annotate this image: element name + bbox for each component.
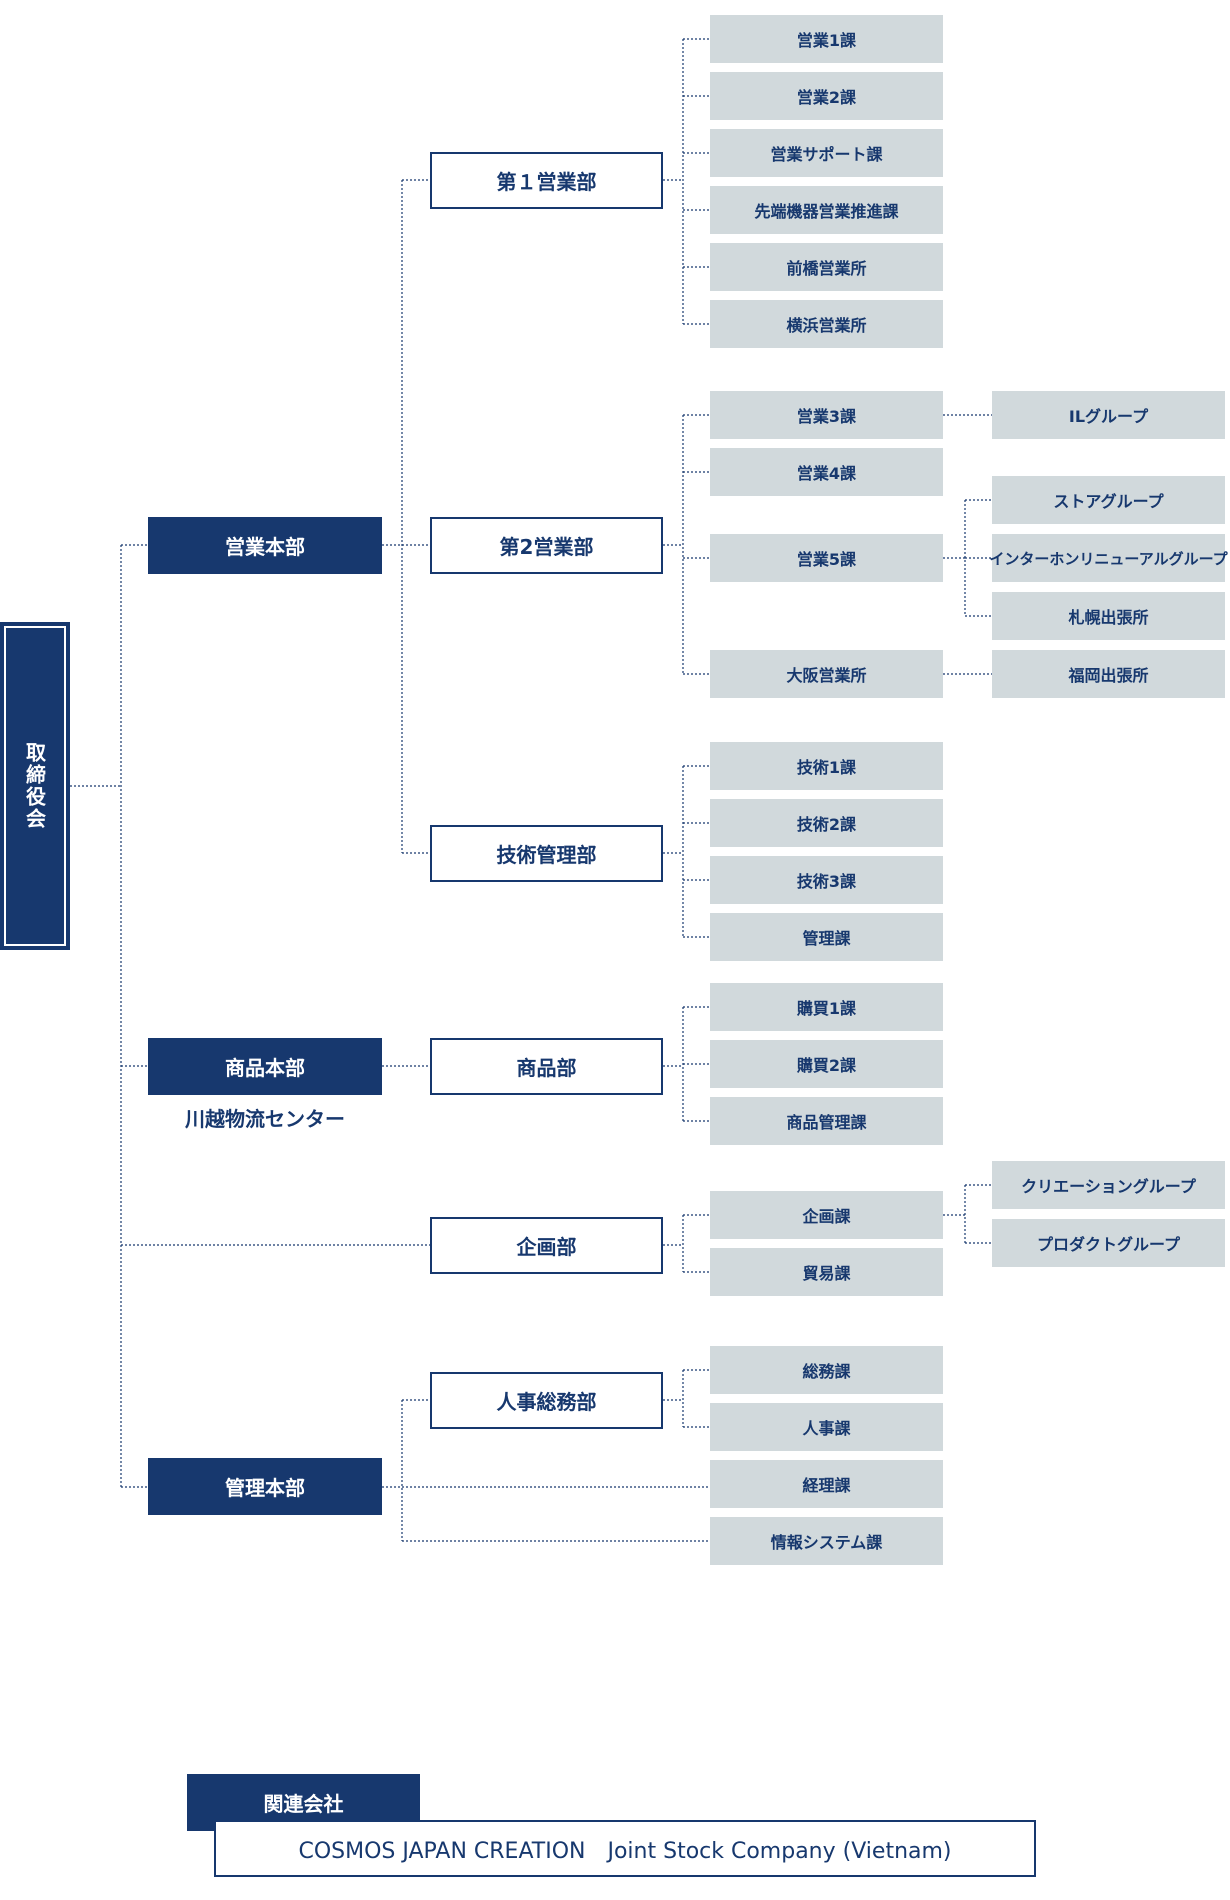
group-il: ILグループ (992, 391, 1225, 439)
section-sales-1: 営業1課 (710, 15, 943, 63)
product-hq-note: 川越物流センター (185, 1107, 345, 1131)
group-sapporo-office: 札幌出張所 (992, 592, 1225, 640)
division-admin-hq: 管理本部 (148, 1458, 382, 1515)
section-human-resources: 人事課 (710, 1403, 943, 1451)
group-product: プロダクトグループ (992, 1219, 1225, 1267)
section-osaka-office: 大阪営業所 (710, 650, 943, 698)
board-label: 取締役会 (22, 742, 47, 830)
section-trade: 貿易課 (710, 1248, 943, 1296)
section-advanced-equipment: 先端機器営業推進課 (710, 186, 943, 234)
dept-planning: 企画部 (430, 1217, 663, 1274)
section-management: 管理課 (710, 913, 943, 961)
section-planning: 企画課 (710, 1191, 943, 1239)
section-sales-3: 営業3課 (710, 391, 943, 439)
section-sales-5: 営業5課 (710, 534, 943, 582)
dept-sales-1: 第１営業部 (430, 152, 663, 209)
section-tech-3: 技術3課 (710, 856, 943, 904)
division-sales-hq: 営業本部 (148, 517, 382, 574)
section-information-systems: 情報システム課 (710, 1517, 943, 1565)
dept-sales-2: 第2営業部 (430, 517, 663, 574)
group-fukuoka-office: 福岡出張所 (992, 650, 1225, 698)
affiliate-company: COSMOS JAPAN CREATION Joint Stock Compan… (214, 1820, 1036, 1877)
division-product-hq: 商品本部 (148, 1038, 382, 1095)
dept-product: 商品部 (430, 1038, 663, 1095)
section-purchasing-1: 購買1課 (710, 983, 943, 1031)
section-maebashi-office: 前橋営業所 (710, 243, 943, 291)
group-intercom-renewal: インターホンリニューアルグループ (989, 534, 1228, 582)
board-of-directors: 取締役会 (0, 622, 70, 950)
section-sales-4: 営業4課 (710, 448, 943, 496)
section-general-affairs: 総務課 (710, 1346, 943, 1394)
group-store: ストアグループ (992, 476, 1225, 524)
section-tech-2: 技術2課 (710, 799, 943, 847)
section-accounting: 経理課 (710, 1460, 943, 1508)
section-tech-1: 技術1課 (710, 742, 943, 790)
section-purchasing-2: 購買2課 (710, 1040, 943, 1088)
section-product-mgmt: 商品管理課 (710, 1097, 943, 1145)
section-sales-2: 営業2課 (710, 72, 943, 120)
section-yokohama-office: 横浜営業所 (710, 300, 943, 348)
dept-tech-mgmt: 技術管理部 (430, 825, 663, 882)
dept-hr-ga: 人事総務部 (430, 1372, 663, 1429)
section-sales-support: 営業サポート課 (710, 129, 943, 177)
group-creation: クリエーショングループ (992, 1161, 1225, 1209)
